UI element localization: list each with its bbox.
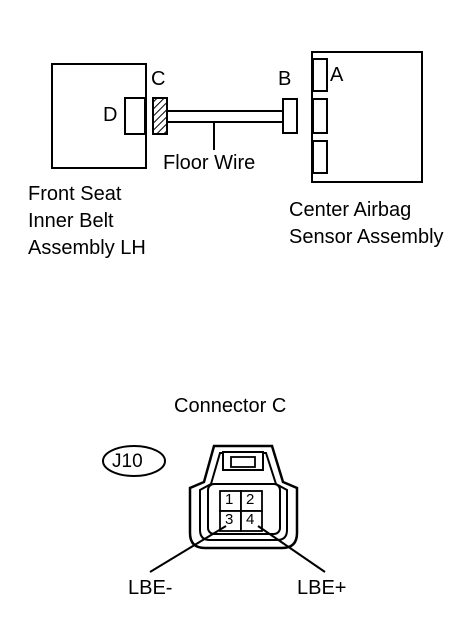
center-airbag-label-line-1: Center Airbag xyxy=(289,199,412,221)
connector-c-front-view xyxy=(188,444,299,550)
connector-d-label: D xyxy=(103,104,118,126)
center-airbag-label-line-2: Sensor Assembly xyxy=(289,226,444,248)
front-seat-label-line-3: Assembly LH xyxy=(28,237,146,259)
front-seat-label-line-2: Inner Belt xyxy=(28,210,114,232)
lbe-minus-label: LBE- xyxy=(128,577,173,599)
pin-4-cell xyxy=(240,510,263,532)
connector-a xyxy=(312,58,328,92)
connector-code: J10 xyxy=(112,451,143,472)
pin-2-label: 2 xyxy=(246,491,255,508)
connector-c-label: C xyxy=(151,68,166,90)
lbe-plus-leader xyxy=(257,525,326,573)
sensor-connector-2 xyxy=(312,98,328,134)
connector-b-label: B xyxy=(278,68,292,90)
connector-d xyxy=(124,97,146,135)
lbe-plus-label: LBE+ xyxy=(297,577,347,599)
connector-a-label: A xyxy=(330,64,344,86)
front-seat-label-line-1: Front Seat xyxy=(28,183,122,205)
connector-c xyxy=(152,97,168,135)
pin-4-label: 4 xyxy=(246,511,255,528)
connector-view-title: Connector C xyxy=(174,395,287,417)
pin-3-label: 3 xyxy=(225,511,234,528)
connector-b xyxy=(282,98,298,134)
lbe-minus-leader xyxy=(149,525,227,573)
pin-1-label: 1 xyxy=(225,491,234,508)
center-airbag-sensor-box xyxy=(311,51,423,183)
connector-code-oval xyxy=(102,445,166,477)
sensor-connector-3 xyxy=(312,140,328,174)
floor-wire-label: Floor Wire xyxy=(163,152,256,174)
